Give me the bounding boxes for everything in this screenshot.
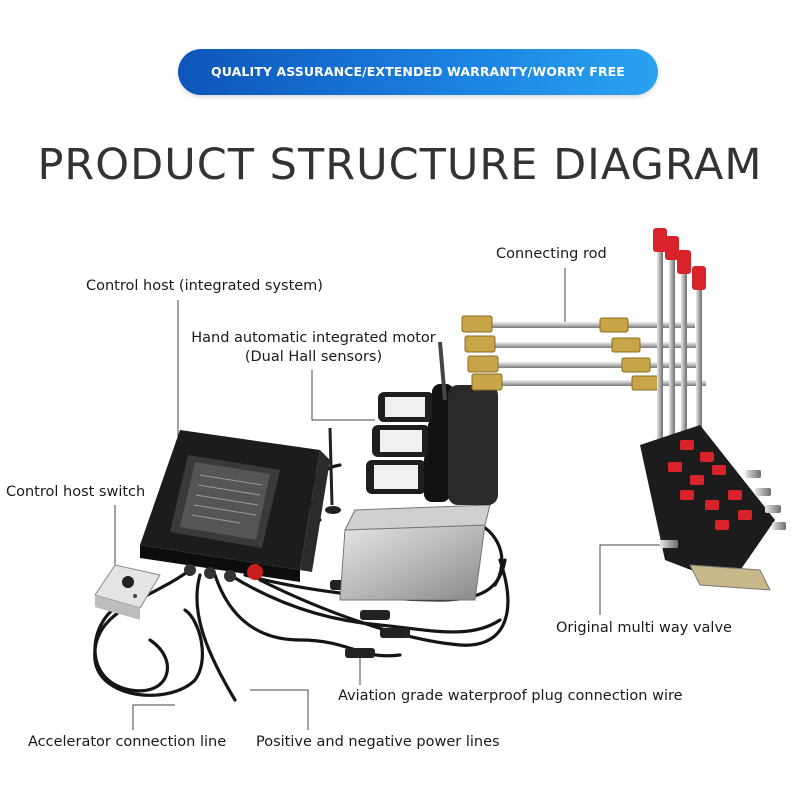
multi-way-valve	[640, 425, 786, 591]
motor-stand	[339, 504, 491, 601]
label-plug-wire: Aviation grade waterproof plug connectio…	[338, 688, 683, 704]
label-connecting-rod: Connecting rod	[496, 246, 607, 262]
warranty-banner: QUALITY ASSURANCE/EXTENDED WARRANTY/WORR…	[178, 49, 658, 125]
label-accelerator-line: Accelerator connection line	[28, 734, 227, 750]
antenna	[325, 427, 341, 514]
label-control-host-switch: Control host switch	[6, 484, 146, 500]
label-power-lines: Positive and negative power lines	[256, 734, 500, 750]
control-host-switch	[94, 564, 161, 620]
integrated-motors	[366, 384, 498, 505]
connecting-rods	[438, 315, 706, 401]
label-motor-line1: Hand automatic integrated motor	[191, 330, 436, 346]
page-title: PRODUCT STRUCTURE DIAGRAM	[37, 140, 763, 190]
label-control-host: Control host (integrated system)	[86, 278, 323, 294]
lever-rods	[653, 228, 706, 493]
label-motor-line2: (Dual Hall sensors)	[244, 349, 383, 365]
control-host-box	[140, 430, 330, 582]
label-multi-way-valve: Original multi way valve	[556, 620, 732, 636]
